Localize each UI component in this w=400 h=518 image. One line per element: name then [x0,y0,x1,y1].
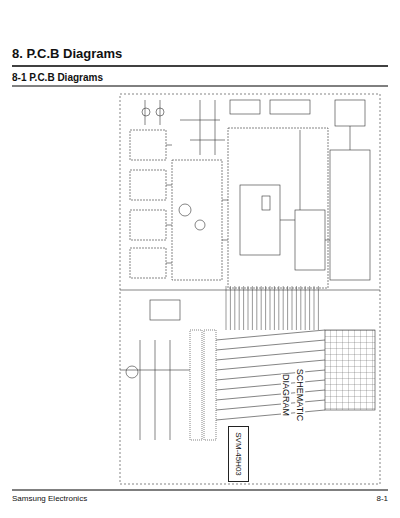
section-heading: 8-1 P.C.B Diagrams [12,72,103,83]
heading-rule [12,86,388,87]
schematic-label: SCHEMATIC [295,369,305,421]
connector-pins [226,286,318,330]
footer-rule [12,490,388,491]
footer-text: Samsung Electronics [12,494,87,503]
schematic-label: DIAGRAM [281,374,291,416]
page-number: 8-1 [376,494,388,503]
page-title: 8. P.C.B Diagrams [12,46,122,61]
title-rule [12,65,388,67]
circuit [120,94,380,484]
model-name: SVM-45H03 [234,432,243,476]
model-box: SVM-45H03 [228,426,249,482]
